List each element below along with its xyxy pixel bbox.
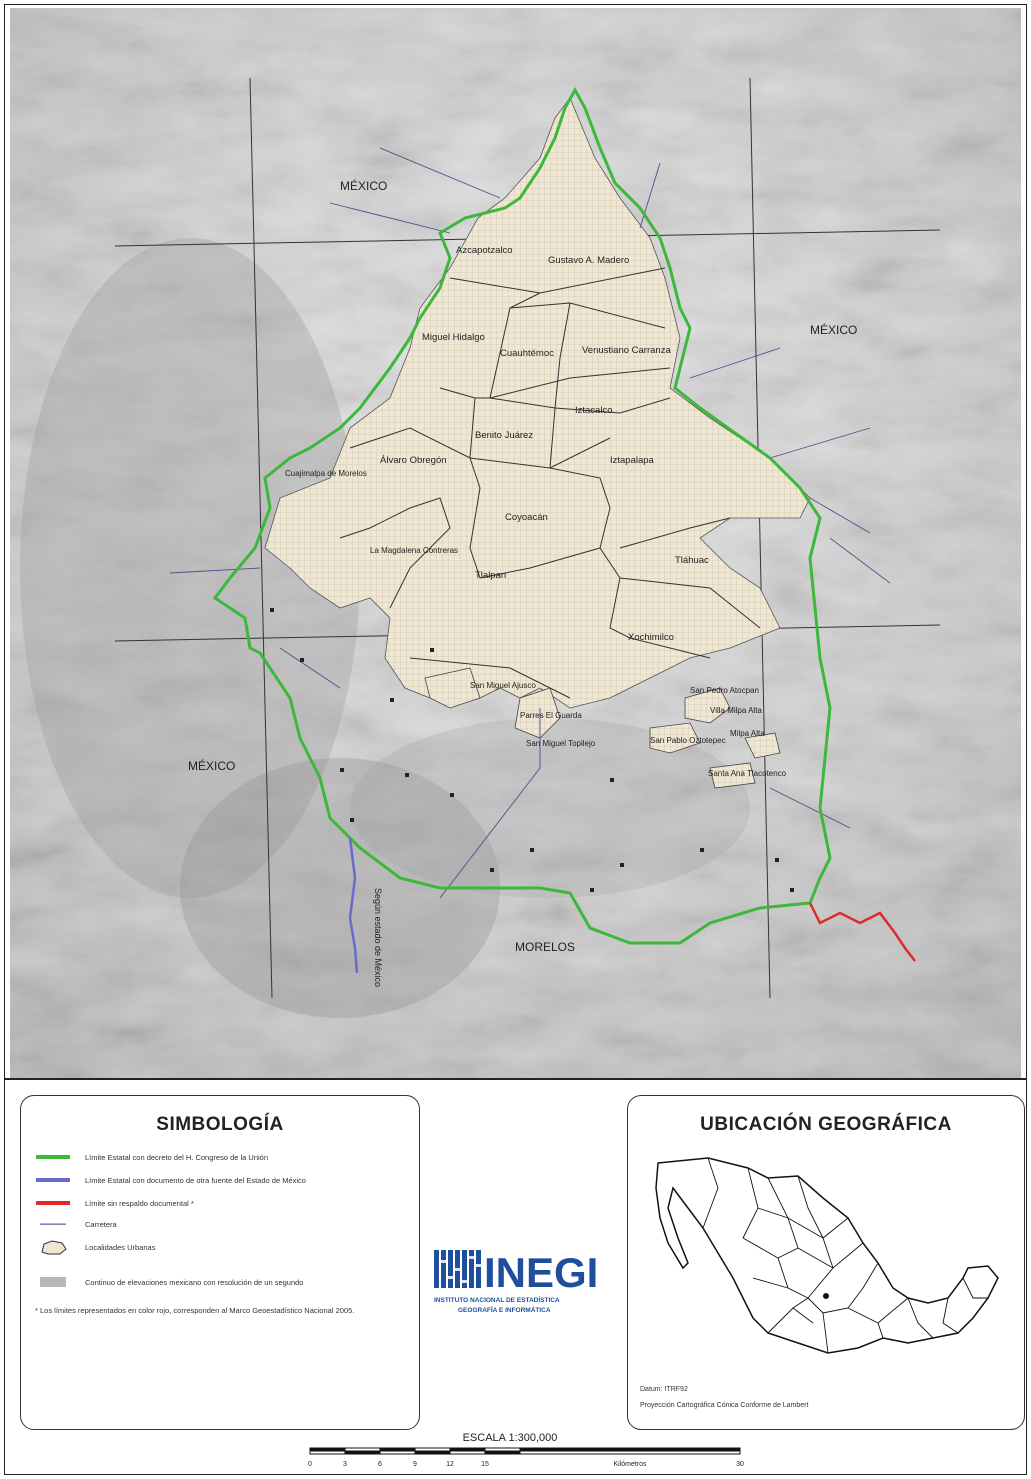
borough-label: Tláhuac xyxy=(675,555,709,566)
legend-label: Continuo de elevaciones mexicano con res… xyxy=(85,1277,304,1287)
mexico-inset-map[interactable] xyxy=(648,1148,1018,1368)
scale-tick: 3 xyxy=(343,1461,347,1468)
legend-label: Carretera xyxy=(85,1219,117,1229)
roads xyxy=(169,147,891,899)
main-map[interactable]: MÉXICO MÉXICO MÉXICO MORELOS Azcapotzalc… xyxy=(10,8,1021,1078)
boundary-note-vertical: Según estado de México xyxy=(373,888,383,987)
borough-label: Venustiano Carranza xyxy=(582,345,671,356)
legend-label: Límite Estatal con decreto del H. Congre… xyxy=(85,1152,269,1162)
scale-tick: 0 xyxy=(308,1461,312,1468)
borough-label: Miguel Hidalgo xyxy=(422,332,485,343)
state-label-mexico-west: MÉXICO xyxy=(188,758,235,773)
locality-label: Parres El Guarda xyxy=(520,711,582,720)
borough-label: La Magdalena Contreras xyxy=(370,546,458,555)
scale-tick: 12 xyxy=(446,1461,454,1468)
scale-unit: Kilómetros xyxy=(613,1461,647,1468)
borough-label: Álvaro Obregón xyxy=(380,455,447,466)
inegi-tagline-1: INSTITUTO NACIONAL DE ESTADÍSTICA xyxy=(434,1295,560,1304)
borough-label: Gustavo A. Madero xyxy=(548,255,629,266)
borough-label: Iztacalco xyxy=(575,405,613,416)
legend-label: Localidades Urbanas xyxy=(85,1242,156,1252)
legend-item-road: Carretera xyxy=(35,1215,117,1233)
scale-tick: 30 xyxy=(736,1461,744,1468)
legend-note: * Los límites representados en color roj… xyxy=(35,1306,355,1315)
red-line-icon xyxy=(35,1194,71,1212)
legend-item-relief: Continuo de elevaciones mexicano con res… xyxy=(35,1273,303,1291)
locality-label: San Pedro Atocpan xyxy=(690,686,759,695)
map-divider xyxy=(4,1078,1027,1080)
mexico-outline xyxy=(655,1157,999,1354)
borough-label: Cuauhtémoc xyxy=(500,348,554,359)
locality-label: San Miguel Topilejo xyxy=(526,739,596,748)
locality-label: San Miguel Ajusco xyxy=(470,681,536,690)
legend-item-undocumented-boundary: Límite sin respaldo documental * xyxy=(35,1194,194,1212)
locality-label: Villa Milpa Alta xyxy=(710,706,762,715)
inegi-wordmark: INEGI xyxy=(484,1249,598,1296)
state-boundary-other-source xyxy=(348,837,359,974)
borough-boundaries xyxy=(339,267,761,699)
green-line-icon xyxy=(35,1148,71,1166)
borough-label: Milpa Alta xyxy=(730,729,765,738)
location-panel: UBICACIÓN GEOGRÁFICA Datum: ITRF92 Proye… xyxy=(627,1095,1025,1430)
legend-label: Límite Estatal con documento de otra fue… xyxy=(85,1175,306,1185)
legend-panel: SIMBOLOGÍA Límite Estatal con decreto de… xyxy=(20,1095,420,1430)
blue-line-icon xyxy=(35,1171,71,1189)
urban-patches-south xyxy=(424,667,781,789)
relief-shadow-south xyxy=(180,758,500,1018)
datum-text: Datum: ITRF92 xyxy=(640,1386,688,1393)
borough-label: Iztapalapa xyxy=(610,455,655,466)
scale-tick: 15 xyxy=(481,1461,489,1468)
road-line-icon xyxy=(35,1215,71,1233)
scale-bar: 0 3 6 9 12 15 Kilómetros 30 xyxy=(308,1447,744,1468)
borough-label: Cuajimalpa de Morelos xyxy=(285,469,367,478)
scale-tick: 9 xyxy=(413,1461,417,1468)
relief-swatch-icon xyxy=(35,1273,71,1291)
legend-item-other-source-boundary: Límite Estatal con documento de otra fue… xyxy=(35,1171,306,1189)
state-label-mexico-east: MÉXICO xyxy=(810,322,857,337)
settlement-markers xyxy=(270,608,794,892)
borough-label: Coyoacán xyxy=(505,512,548,523)
borough-label: Benito Juárez xyxy=(475,430,533,441)
cdmx-location-marker xyxy=(823,1293,829,1299)
legend-item-urban: Localidades Urbanas xyxy=(35,1238,155,1256)
legend-title: SIMBOLOGÍA xyxy=(156,1114,284,1135)
borough-label: Azcapotzalco xyxy=(456,245,513,256)
locality-label: San Pablo Oztotepec xyxy=(650,736,726,745)
legend-item-congress-boundary: Límite Estatal con decreto del H. Congre… xyxy=(35,1148,268,1166)
scale-tick: 6 xyxy=(378,1461,382,1468)
state-boundary-congress xyxy=(212,86,832,945)
borough-label: Xochimilco xyxy=(628,632,674,643)
map-frame xyxy=(4,4,1027,1475)
location-title: UBICACIÓN GEOGRÁFICA xyxy=(700,1114,952,1135)
relief-shadow-south-center xyxy=(350,718,750,898)
state-boundary-undocumented xyxy=(808,902,916,962)
urban-area xyxy=(264,97,811,709)
inegi-tagline-2: GEOGRAFÍA E INFORMÁTICA xyxy=(458,1305,551,1314)
state-label-mexico-north: MÉXICO xyxy=(340,178,387,193)
mexico-state-lines xyxy=(702,1157,988,1354)
urban-locality-icon xyxy=(35,1238,71,1256)
state-label-morelos: MORELOS xyxy=(515,940,575,954)
borough-label: Tlalpan xyxy=(475,570,506,581)
scale-label: ESCALA 1:300,000 xyxy=(462,1432,558,1444)
inegi-logo: INEGI INSTITUTO NACIONAL DE ESTADÍSTICA … xyxy=(432,1240,622,1330)
legend-label: Límite sin respaldo documental * xyxy=(85,1198,194,1208)
relief-shadow-west xyxy=(20,238,360,898)
locality-label: Santa Ana Tlacotenco xyxy=(708,769,787,778)
projection-text: Proyección Cartográfica Cónica Conforme … xyxy=(640,1402,809,1409)
